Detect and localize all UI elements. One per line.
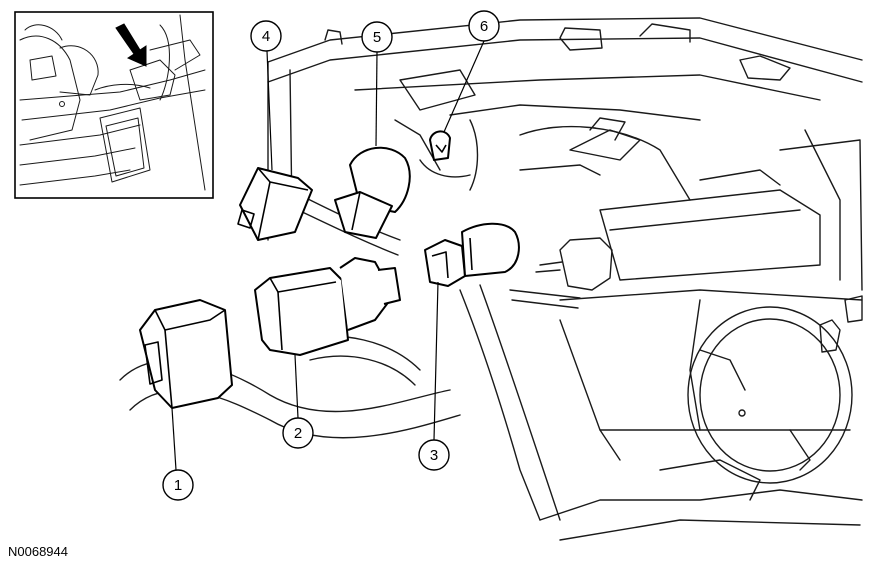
- callout-3: 3: [418, 281, 450, 471]
- svg-text:5: 5: [373, 29, 381, 46]
- part-3-bulb: [424, 222, 520, 287]
- svg-text:1: 1: [174, 477, 182, 494]
- svg-text:2: 2: [294, 425, 302, 442]
- part-2-bulb-socket: [254, 257, 401, 356]
- part-5-bulb: [334, 146, 411, 239]
- callout-4: 4: [250, 20, 282, 171]
- figure-id: N0068944: [8, 544, 68, 559]
- callout-2: 2: [282, 354, 314, 449]
- callout-1: 1: [162, 407, 194, 501]
- headlamp-housing: [119, 17, 863, 541]
- svg-text:6: 6: [480, 18, 488, 35]
- callout-5: 5: [361, 21, 393, 147]
- part-1-connector: [139, 299, 233, 409]
- inset-locator-view: [14, 11, 214, 199]
- callout-6: 6: [443, 10, 500, 133]
- part-6-small-bulb: [429, 130, 451, 161]
- part-4-connector: [237, 167, 313, 241]
- locator-arrow-icon: [115, 23, 147, 67]
- svg-text:4: 4: [262, 28, 270, 45]
- svg-text:3: 3: [430, 447, 438, 464]
